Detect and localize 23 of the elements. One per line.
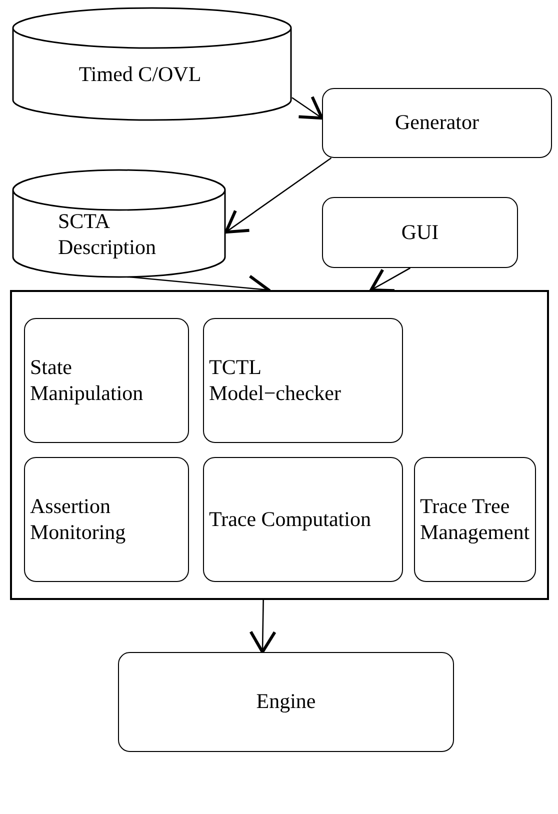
node-label: Assertion Monitoring bbox=[30, 494, 127, 545]
arrow bbox=[224, 157, 332, 234]
node-label: GUI bbox=[400, 220, 440, 246]
process-box bbox=[203, 457, 403, 582]
process-box bbox=[414, 457, 536, 582]
node-label: TCTL Model−checker bbox=[209, 355, 342, 406]
process-box bbox=[322, 197, 518, 268]
process-box bbox=[24, 457, 189, 582]
process-box bbox=[322, 88, 552, 158]
arrow bbox=[292, 95, 324, 120]
node-label: Engine bbox=[255, 689, 317, 715]
node-label: State Manipulation bbox=[30, 355, 144, 406]
node-label: Generator bbox=[394, 110, 480, 136]
process-box bbox=[118, 652, 454, 752]
arrow bbox=[249, 600, 276, 654]
process-box bbox=[24, 318, 189, 443]
module-container bbox=[10, 290, 549, 600]
node-label: Trace Tree Management bbox=[420, 494, 530, 545]
process-box bbox=[203, 318, 403, 443]
node-label: SCTA Description bbox=[58, 209, 156, 260]
node-label: Timed C/OVL bbox=[78, 62, 202, 88]
arrow bbox=[370, 267, 411, 292]
node-label: Trace Computation bbox=[209, 506, 372, 532]
